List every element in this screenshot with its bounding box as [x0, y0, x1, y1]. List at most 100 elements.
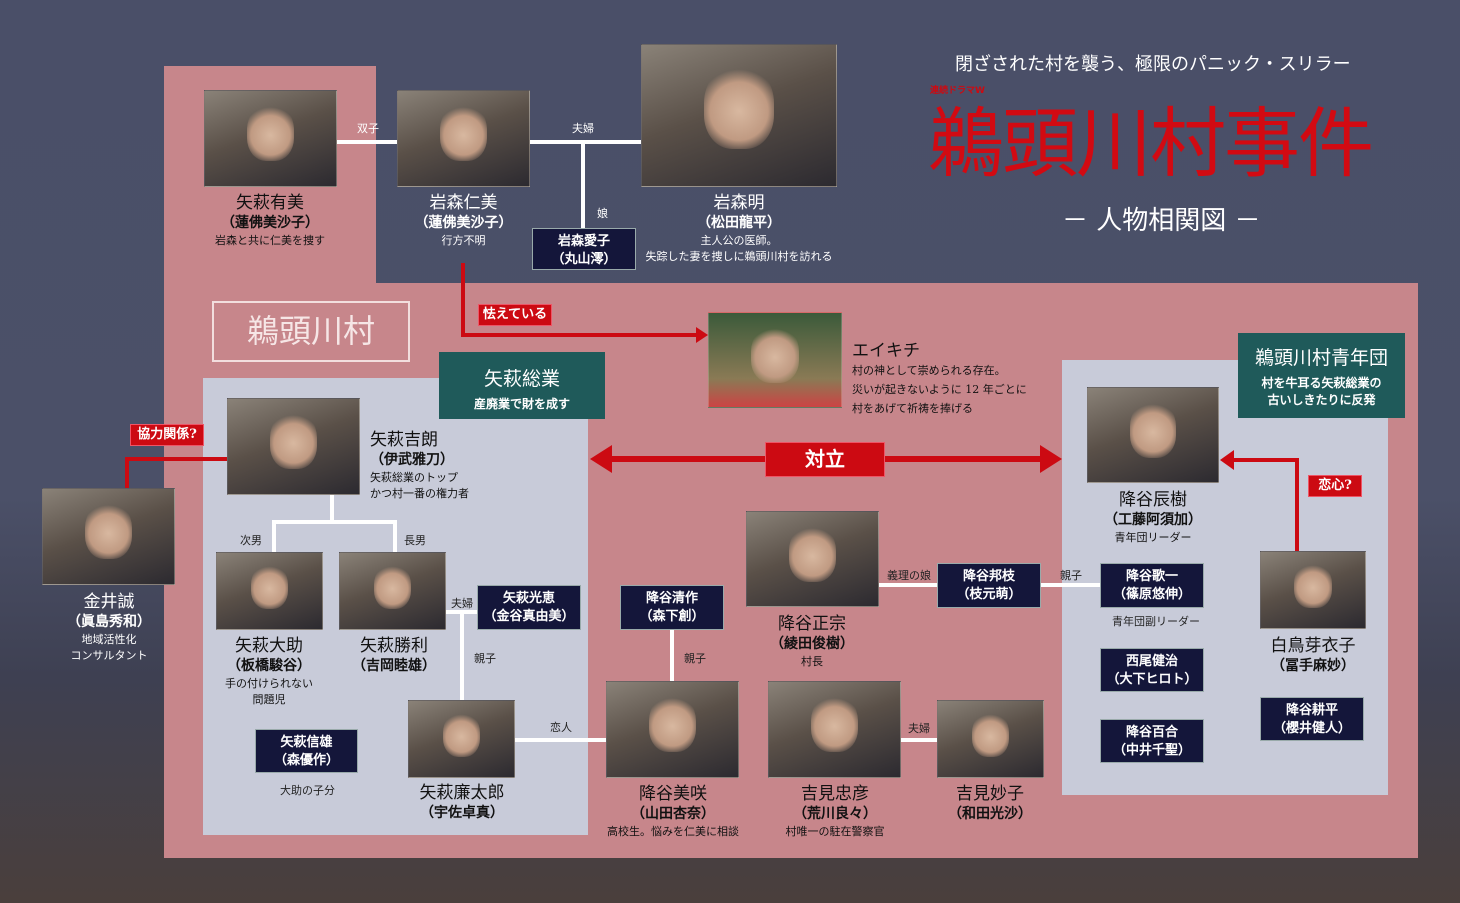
char-desc: 青年団リーダー [1114, 531, 1192, 544]
char-actor: （冨手麻妙） [1271, 658, 1355, 674]
char-taeko: 吉見妙子（和田光沙） [925, 784, 1055, 824]
char-desc: 岩森と共に仁美を捜す [215, 234, 325, 247]
char-name: 岩森明 [713, 193, 765, 213]
char-masamune: 降谷正宗（綾田俊樹）村長 [742, 614, 882, 670]
eikichi-name: エイキチ [852, 341, 920, 361]
photo-meiko [1260, 551, 1366, 629]
char-yoshiro: 矢萩吉朗 （伊武雅刀） 矢萩総業のトップかつ村一番の権力者 [370, 430, 490, 502]
relation-parent-child: 親子 [684, 652, 706, 665]
scared-label: 怯えている [478, 304, 552, 326]
char-name: 矢萩信雄 [280, 735, 333, 750]
char-desc: 大助の子分 [280, 784, 335, 797]
char-desc: 主人公の医師。 [700, 234, 778, 247]
series-label: 連続ドラマW [930, 86, 985, 96]
char-name: 白鳥芽衣子 [1270, 636, 1356, 656]
relation-couple: 夫婦 [572, 122, 594, 135]
char-name: 矢萩有美 [236, 193, 304, 213]
char-name: 西尾健治 [1125, 654, 1178, 669]
eikichi-info: エイキチ 村の神として崇められる存在。 災いが起きないように 12 年ごとに 村… [852, 336, 1027, 418]
char-actor: （松田龍平） [697, 215, 781, 231]
char-actor: （大下ヒロト） [1106, 672, 1198, 687]
char-name: 金井誠 [83, 592, 135, 612]
char-actor: （丸山澪） [551, 252, 617, 267]
char-seisaku: 降谷清作 （森下創） [620, 585, 724, 630]
char-name: 降谷百合 [1125, 725, 1178, 740]
char-actor: （櫻井健人） [1272, 721, 1351, 736]
photo-hitomi [397, 90, 530, 187]
char-kaichi: 降谷歌一（篠原悠伸） [1100, 563, 1204, 608]
char-desc: 失踪した妻を捜しに鵜頭川村を訪れる [645, 250, 833, 263]
photo-tatsuki [1087, 387, 1219, 483]
char-actor: （伊武雅刀） [370, 452, 454, 468]
char-mitsue: 矢萩光恵 （金谷真由美） [477, 585, 581, 630]
char-kunie: 降谷邦枝 （枝元萌） [937, 563, 1041, 608]
youth-group-box: 鵜頭川村青年団村を牛耳る矢萩総業の古いしきたりに反発 [1238, 333, 1405, 418]
photo-tadahiko [768, 681, 901, 778]
char-yumi: 矢萩有美（蓮佛美沙子）岩森と共に仁美を捜す [195, 193, 345, 249]
youth-group-desc: 村を牛耳る矢萩総業の [1261, 376, 1382, 390]
char-actor: （眞島秀和） [67, 614, 151, 630]
yagi-company-desc: 産廃業で財を成す [473, 397, 570, 411]
relation-eldest-son: 長男 [404, 534, 426, 547]
char-desc: 村唯一の駐在警察官 [785, 825, 885, 838]
char-name: 矢萩勝利 [360, 636, 428, 656]
relation-couple: 夫婦 [451, 597, 473, 610]
char-name: 矢萩光恵 [502, 591, 555, 606]
char-desc: 青年団副リーダー [1112, 615, 1200, 628]
photo-yoshiro [227, 398, 360, 495]
relation-lovers: 恋人 [550, 721, 572, 734]
char-actor: （枝元萌） [956, 587, 1022, 602]
char-actor: （山田杏奈） [631, 806, 715, 822]
char-name: 降谷清作 [645, 591, 698, 606]
char-actor: （森下創） [639, 609, 705, 624]
conflict-label: 対立 [765, 442, 885, 477]
char-meiko: 白鳥芽衣子 （冨手麻妙） [1248, 636, 1378, 676]
char-desc: 矢萩総業のトップ [370, 471, 458, 484]
drama-title: 鵜頭川村事件 [928, 99, 1374, 188]
char-actor: （綾田俊樹） [770, 636, 854, 652]
char-rentaro: 矢萩廉太郎（宇佐卓真） [397, 783, 527, 823]
photo-akira [641, 44, 837, 187]
eikichi-desc: 村をあげて祈祷を捧げる [852, 402, 973, 415]
char-desc: かつ村一番の権力者 [370, 487, 469, 500]
char-katsutoshi: 矢萩勝利（吉岡睦雄） [336, 636, 452, 676]
photo-katsutoshi [339, 552, 446, 630]
char-actor: （蓮佛美沙子） [414, 215, 513, 231]
yagi-company-title: 矢萩総業 [483, 368, 560, 390]
char-name: 矢萩大助 [235, 636, 303, 656]
char-desc: 地域活性化 [81, 633, 137, 646]
relation-daughter: 娘 [597, 207, 608, 220]
char-actor: （中井千聖） [1112, 743, 1191, 758]
char-desc: 行方不明 [441, 234, 486, 247]
char-yuri: 降谷百合 （中井千聖） [1100, 719, 1204, 763]
eikichi-desc: 村の神として崇められる存在。 [852, 364, 1006, 377]
char-actor: （金谷真由美） [483, 609, 575, 624]
love-interest-label: 恋心? [1308, 475, 1362, 497]
village-label: 鵜頭川村 [212, 301, 410, 362]
char-desc: 手の付けられない [225, 677, 313, 690]
char-actor: （宇佐卓真） [420, 805, 504, 821]
eikichi-desc: 災いが起きないように 12 年ごとに [852, 383, 1027, 396]
relation-parent-child: 親子 [474, 652, 496, 665]
char-desc: 高校生。悩みを仁美に相談 [607, 825, 739, 838]
char-name: 吉見忠彦 [801, 784, 869, 804]
photo-eikichi [708, 312, 842, 408]
char-actor: （工藤阿須加） [1104, 512, 1202, 528]
char-name: 降谷耕平 [1285, 703, 1338, 718]
youth-group-desc: 古いしきたりに反発 [1267, 393, 1376, 407]
char-name: 矢萩吉朗 [370, 430, 438, 450]
photo-taeko [937, 700, 1044, 778]
char-kohei: 降谷耕平 （櫻井健人） [1260, 697, 1364, 741]
char-actor: （荒川良々） [793, 806, 877, 822]
char-akira: 岩森明 （松田龍平） 主人公の医師。失踪した妻を捜しに鵜頭川村を訪れる [641, 193, 837, 265]
char-kenji: 西尾健治 （大下ヒロト） [1100, 648, 1204, 692]
char-tadahiko: 吉見忠彦 （荒川良々） 村唯一の駐在警察官 [760, 784, 910, 840]
char-nobuo: 矢萩信雄 （森優作） [255, 729, 358, 773]
char-actor: （森優作） [273, 753, 339, 768]
photo-yumi [204, 90, 337, 187]
char-daisuke: 矢萩大助（板橋駿谷）手の付けられない問題児 [208, 636, 330, 708]
relation-couple: 夫婦 [908, 722, 930, 735]
char-name: 降谷邦枝 [962, 569, 1015, 584]
relation-in-law: 義理の娘 [887, 569, 931, 582]
chart-subtitle: － 人物相関図 － [1062, 206, 1261, 236]
